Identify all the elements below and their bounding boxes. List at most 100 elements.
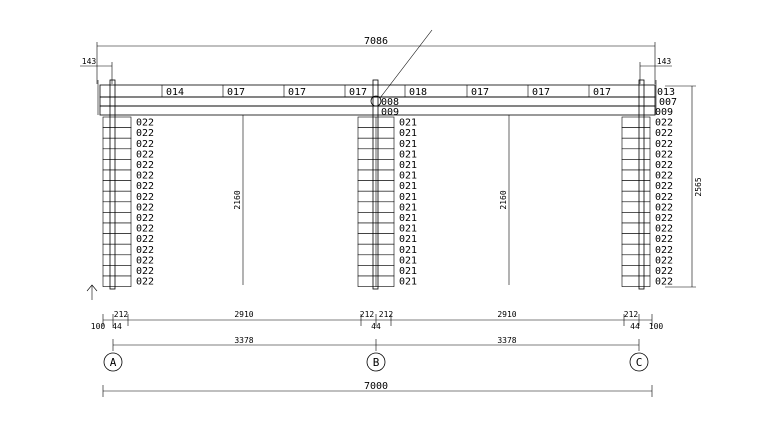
axis-label-c: C xyxy=(636,356,643,369)
wall-course-label: 021 xyxy=(399,266,417,277)
top-left-dim: 143 xyxy=(82,57,97,66)
wall-course xyxy=(102,180,132,192)
beam-top xyxy=(97,80,657,116)
wall-course xyxy=(102,265,132,277)
wall-course-label: 022 xyxy=(655,149,673,160)
dim-label: 212 xyxy=(379,310,394,319)
wall-course-label: 022 xyxy=(655,192,673,203)
dim-label: 2910 xyxy=(234,310,253,319)
posts xyxy=(109,79,645,290)
wall-course-label: 022 xyxy=(136,192,154,203)
beam-label: 009 xyxy=(381,107,399,118)
wall-course-label: 022 xyxy=(136,128,154,139)
leader-line xyxy=(379,29,433,99)
beam-label: 017 xyxy=(349,87,367,98)
wall-course-label: 021 xyxy=(399,277,417,288)
wall-course-label: 022 xyxy=(655,224,673,235)
dim-label: 212 xyxy=(114,310,129,319)
wall-course xyxy=(621,201,651,213)
wall-course-label: 022 xyxy=(655,171,673,182)
wall-course-label: 022 xyxy=(136,266,154,277)
wall-course xyxy=(621,275,651,287)
level-arrow xyxy=(86,284,98,300)
wall-course-label: 022 xyxy=(655,245,673,256)
wall-course xyxy=(621,243,651,256)
wall-course-label: 022 xyxy=(136,245,154,256)
wall-course xyxy=(102,275,132,287)
connector-circle xyxy=(370,95,382,107)
wall-course-label: 022 xyxy=(136,139,154,150)
dim-label: 44 xyxy=(371,322,381,331)
beam-label: 008 xyxy=(381,97,399,108)
wall-course xyxy=(102,190,132,203)
wall-course-label: 022 xyxy=(136,277,154,288)
wall-course-label: 021 xyxy=(399,255,417,266)
dim-label: 212 xyxy=(360,310,375,319)
wall-course-label: 022 xyxy=(655,255,673,266)
wall-course-label: 021 xyxy=(399,213,417,224)
wall-course-label: 022 xyxy=(136,202,154,213)
beam-label: 017 xyxy=(593,87,611,98)
wall-course-label: 022 xyxy=(655,213,673,224)
wall-course xyxy=(621,254,651,266)
wall-course xyxy=(102,159,132,171)
wall-course-label: 021 xyxy=(399,234,417,245)
wall-course-label: 021 xyxy=(399,245,417,256)
top-dimension: 7086 143 143 xyxy=(80,36,672,84)
height-dimensions: 2160 2160 2565 xyxy=(233,85,703,288)
wall-course xyxy=(621,265,651,277)
wall-course-label: 022 xyxy=(136,234,154,245)
axis-bubble-a xyxy=(103,352,123,372)
wall-course xyxy=(102,116,132,128)
beam-label: 007 xyxy=(659,97,677,108)
dim-label: 100 xyxy=(649,322,664,331)
wall-course-label: 021 xyxy=(399,160,417,171)
wall-course-label: 022 xyxy=(136,118,154,129)
wall-course-label: 022 xyxy=(136,224,154,235)
beam-label: 014 xyxy=(166,87,184,98)
wall-course xyxy=(102,233,132,245)
wall-course-label: 022 xyxy=(655,139,673,150)
wall-course-label: 022 xyxy=(655,128,673,139)
wall-course xyxy=(621,169,651,181)
wall-course xyxy=(102,127,132,139)
height-left-dim: 2160 xyxy=(233,190,242,209)
axis-markers: A B C xyxy=(103,352,649,372)
beam-label: 017 xyxy=(227,87,245,98)
wall-course xyxy=(621,148,651,160)
wall-course xyxy=(102,243,132,256)
axis-label-b: B xyxy=(373,356,380,369)
wall-course-label: 022 xyxy=(655,266,673,277)
wall-course-label: 022 xyxy=(136,255,154,266)
beam-label: 017 xyxy=(288,87,306,98)
wall-course-label: 022 xyxy=(655,181,673,192)
wall-course xyxy=(102,169,132,181)
wall-center: 0210210210210210210210210210210210210210… xyxy=(357,116,417,288)
wall-course xyxy=(102,137,132,150)
wall-course-label: 021 xyxy=(399,149,417,160)
wall-course-label: 022 xyxy=(136,213,154,224)
dim-label: 212 xyxy=(624,310,639,319)
wall-course xyxy=(621,222,651,234)
top-total-dim: 7086 xyxy=(364,36,388,47)
beam-label: 017 xyxy=(532,87,550,98)
wall-course xyxy=(621,190,651,203)
wall-left: 0220220220220220220220220220220220220220… xyxy=(102,116,154,288)
axis-bubble-b xyxy=(366,352,386,372)
beam-label: 018 xyxy=(409,87,427,98)
dim-row-1: 212 2910 212 212 2910 212 100 44 44 44 1… xyxy=(91,310,664,331)
wall-course-label: 021 xyxy=(399,171,417,182)
beam-segment-labels: 014 017 017 017 018 017 017 017 013 007 … xyxy=(161,85,677,118)
height-total-dim: 2565 xyxy=(694,177,703,196)
span-right-dim: 3378 xyxy=(497,336,516,345)
dim-label: 2910 xyxy=(497,310,516,319)
wall-course xyxy=(102,201,132,213)
wall-course-label: 022 xyxy=(655,202,673,213)
wall-course xyxy=(621,127,651,139)
wall-course xyxy=(102,212,132,224)
wall-course-label: 022 xyxy=(136,149,154,160)
wall-course-label: 021 xyxy=(399,181,417,192)
span-left-dim: 3378 xyxy=(234,336,253,345)
wall-course-label: 021 xyxy=(399,118,417,129)
